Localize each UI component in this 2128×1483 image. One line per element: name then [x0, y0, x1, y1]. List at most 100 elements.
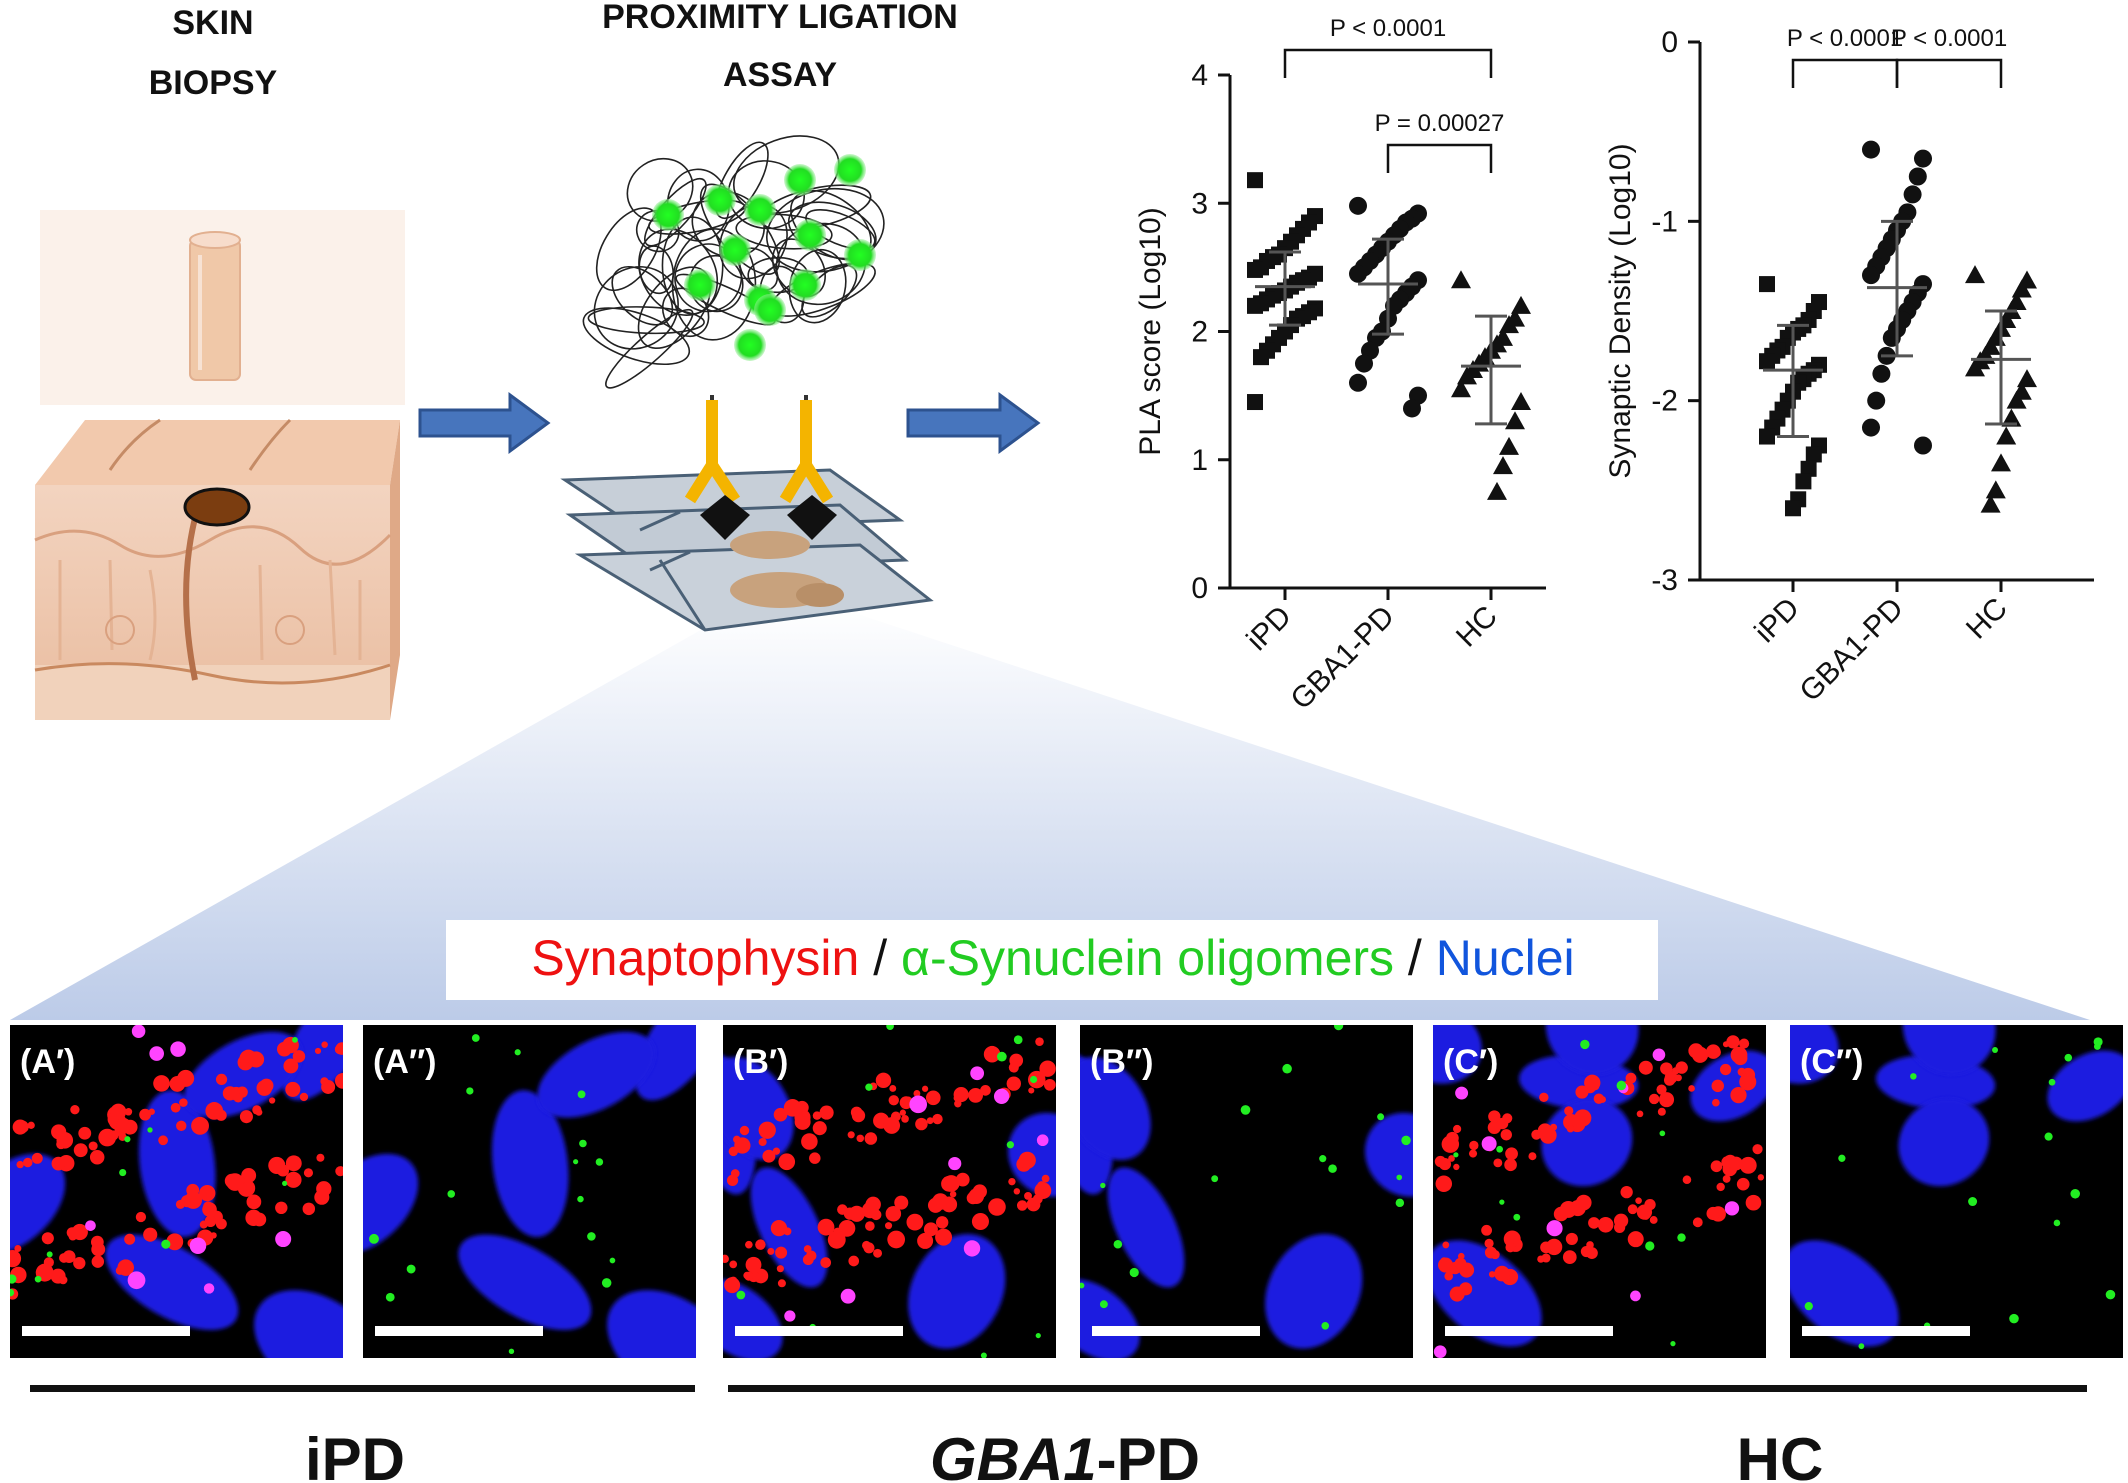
synaptophysin-punctum — [12, 1119, 28, 1135]
x-tick-label: GBA1-PD — [1793, 592, 1909, 708]
asyn-oligomer-punctum — [1992, 1047, 1999, 1054]
asyn-oligomer-punctum — [369, 1233, 379, 1244]
synaptophysin-punctum — [1435, 1175, 1453, 1193]
synaptophysin-punctum — [734, 1137, 751, 1154]
synaptophysin-punctum — [1722, 1174, 1731, 1183]
synaptophysin-punctum — [1663, 1074, 1676, 1086]
asyn-oligomer-punctum — [609, 1257, 616, 1264]
colocalization-punctum — [127, 1271, 146, 1290]
y-tick-label: 0 — [1191, 572, 1208, 605]
synaptophysin-punctum — [124, 1233, 136, 1245]
micrograph-panel: (C′′) — [1790, 1025, 2123, 1358]
synaptophysin-punctum — [285, 1171, 302, 1188]
synaptophysin-punctum — [1488, 1271, 1496, 1278]
synaptophysin-punctum — [252, 1105, 262, 1115]
synaptophysin-punctum — [320, 1077, 329, 1086]
colocalization-punctum — [149, 1046, 164, 1061]
synaptophysin-punctum — [851, 1108, 866, 1123]
synaptophysin-punctum — [772, 1147, 781, 1155]
synaptophysin-punctum — [1657, 1107, 1666, 1116]
data-point-triangle — [1499, 315, 1519, 334]
zoom-cone — [10, 605, 2090, 1020]
micrograph-panel: (A′) — [10, 1025, 343, 1358]
pla-title-line2: ASSAY — [723, 56, 837, 94]
synaptophysin-punctum — [247, 1051, 265, 1068]
synaptophysin-punctum — [148, 1108, 155, 1115]
synaptophysin-punctum — [935, 1228, 953, 1246]
x-tick-label: GBA1-PD — [1284, 600, 1400, 716]
synaptophysin-punctum — [921, 1085, 929, 1092]
synaptophysin-punctum — [1575, 1085, 1589, 1099]
synaptophysin-punctum — [1562, 1250, 1577, 1264]
synaptophysin-punctum — [809, 1152, 821, 1164]
synaptophysin-punctum — [176, 1120, 187, 1132]
data-point-triangle — [1451, 379, 1471, 398]
data-point-circle — [1349, 264, 1367, 283]
synaptophysin-punctum — [773, 1107, 788, 1122]
synaptophysin-punctum — [803, 1245, 812, 1253]
asyn-oligomer-punctum — [2053, 1219, 2061, 1227]
synaptophysin-punctum — [27, 1121, 35, 1129]
synaptophysin-punctum — [758, 1137, 767, 1147]
significance-bracket — [1386, 143, 1493, 173]
asyn-oligomer-punctum — [1013, 1035, 1023, 1045]
pla-signal-dot — [719, 234, 751, 266]
nucleus — [1107, 1167, 1185, 1288]
data-point-triangle — [1965, 358, 1985, 377]
synaptophysin-punctum — [726, 1174, 739, 1186]
synaptophysin-punctum — [802, 1254, 814, 1266]
nucleus — [1790, 1240, 1899, 1347]
synaptophysin-punctum — [819, 1105, 834, 1120]
micrograph-panel: (B′′) — [1080, 1025, 1413, 1358]
synaptophysin-punctum — [767, 1247, 775, 1255]
scale-bar — [375, 1326, 543, 1336]
asyn-oligomer-punctum — [10, 1274, 17, 1284]
group-label-ipd: iPD — [305, 1426, 405, 1483]
colocalization-punctum — [1546, 1220, 1563, 1237]
asyn-oligomer-punctum — [471, 1034, 480, 1042]
skin-biopsy-title-line2: BIOPSY — [149, 64, 278, 102]
asyn-oligomer-punctum — [514, 1049, 521, 1056]
significance-bracket — [1895, 58, 2003, 88]
oligomer-strand — [715, 141, 769, 220]
scale-bar — [1802, 1326, 1970, 1336]
synaptophysin-punctum — [1453, 1124, 1462, 1134]
synaptophysin-punctum — [755, 1239, 766, 1250]
asyn-oligomer-punctum — [1580, 1039, 1590, 1050]
synaptophysin-punctum — [953, 1086, 969, 1103]
synaptophysin-punctum — [1719, 1063, 1732, 1076]
nucleus — [491, 1090, 569, 1238]
synaptophysin-punctum — [1711, 1098, 1720, 1107]
group-annotations: iPD GBA1-PD HC — [30, 1385, 2087, 1483]
asyn-oligomer-punctum — [2048, 1078, 2056, 1086]
synaptophysin-punctum — [1648, 1093, 1660, 1105]
asyn-oligomer-punctum — [601, 1278, 612, 1288]
colocalization-punctum — [963, 1240, 981, 1257]
synaptophysin-punctum — [302, 1202, 316, 1216]
synaptophysin-punctum — [1692, 1217, 1703, 1228]
y-tick-label: 1 — [1191, 444, 1208, 477]
synaptophysin-punctum — [1591, 1082, 1600, 1091]
synaptophysin-punctum — [1018, 1151, 1036, 1169]
data-point-square — [1247, 394, 1263, 411]
synaptophysin-punctum — [1636, 1110, 1644, 1118]
significance-bracket — [1283, 48, 1493, 78]
legend-asyn-oligomers: α-Synuclein oligomers — [901, 930, 1394, 986]
synaptophysin-punctum — [1716, 1182, 1725, 1192]
pla-title-line1: PROXIMITY LIGATION — [602, 0, 958, 36]
pla-signal-dot — [789, 269, 821, 301]
synaptophysin-punctum — [226, 1173, 244, 1191]
group-label-gba1-suffix: -PD — [1097, 1426, 1200, 1483]
y-tick-label: 2 — [1191, 316, 1208, 349]
asyn-oligomer-punctum — [587, 1232, 596, 1241]
synaptophysin-punctum — [1488, 1110, 1501, 1123]
synaptophysin-punctum — [1726, 1035, 1740, 1049]
nucleus — [458, 1234, 592, 1331]
x-tick-label: iPD — [1748, 592, 1806, 650]
asyn-oligomer-punctum — [1319, 1155, 1327, 1163]
nucleus — [1364, 1112, 1413, 1197]
data-point-triangle — [1965, 265, 1985, 284]
synaptophysin-punctum — [175, 1199, 185, 1209]
synaptophysin-punctum — [770, 1219, 788, 1237]
synaptophysin-punctum — [1566, 1125, 1575, 1133]
